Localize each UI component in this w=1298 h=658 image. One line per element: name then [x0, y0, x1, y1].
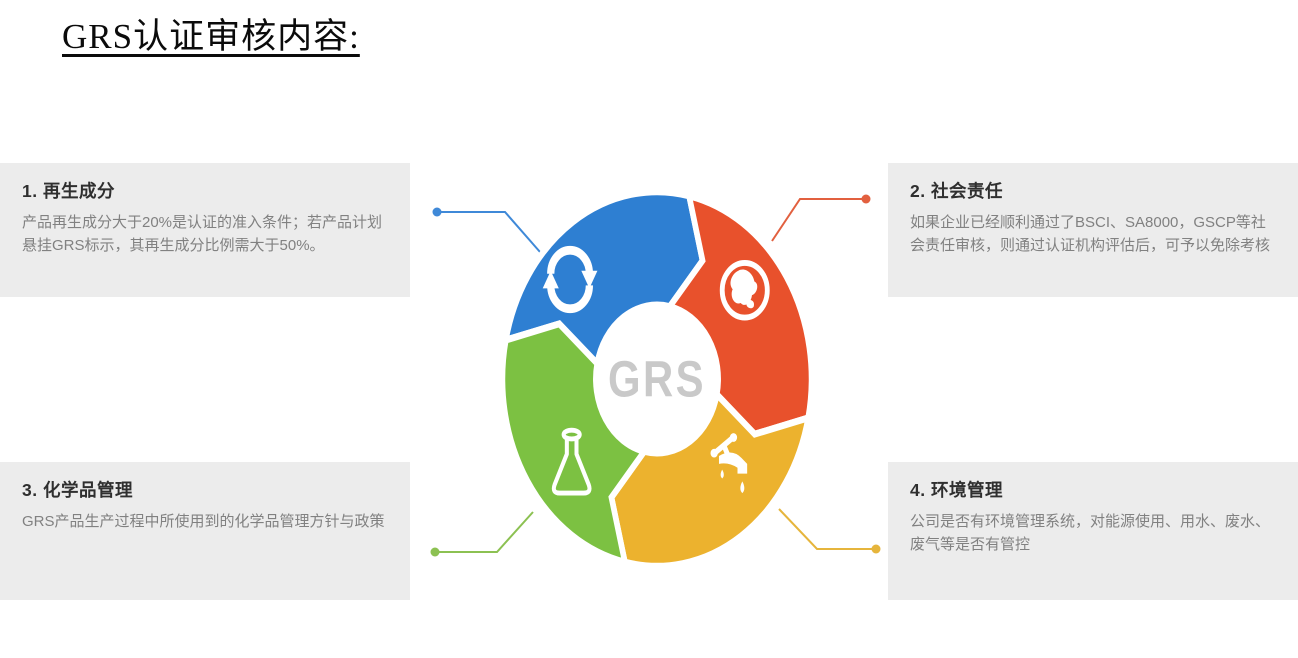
- segment-recycled-content: [502, 188, 706, 370]
- connector-dot: [861, 194, 871, 204]
- page-title: GRS认证审核内容:: [62, 17, 360, 56]
- info-box-heading: 2. 社会责任: [910, 181, 1003, 201]
- globe-icon: [719, 260, 770, 321]
- connector-dot: [871, 544, 881, 554]
- info-box-body: 产品再生成分大于20%是认证的准入条件；若产品计划悬挂GRS标示，其再生成分比例…: [22, 214, 383, 254]
- flask-icon: [551, 427, 592, 496]
- recycle-arrows-icon: [542, 245, 598, 314]
- connector-dot: [430, 547, 440, 557]
- info-box-recycled-content: 1. 再生成分 产品再生成分大于20%是认证的准入条件；若产品计划悬挂GRS标示…: [0, 163, 410, 297]
- info-box-heading: 1. 再生成分: [22, 181, 115, 201]
- info-box-environment-management: 4. 环境管理 公司是否有环境管理系统，对能源使用、用水、废水、废气等是否有管控: [888, 462, 1298, 600]
- segment-chemical-management: [499, 320, 650, 567]
- faucet-icon: [710, 433, 748, 494]
- grs-cycle-diagram: GRS: [499, 188, 815, 570]
- connector-dot: [432, 207, 442, 217]
- info-box-chemical-management: 3. 化学品管理 GRS产品生产过程中所使用到的化学品管理方针与政策: [0, 462, 410, 600]
- info-box-body: 如果企业已经顺利通过了BSCI、SA8000，GSCP等社会责任审核，则通过认证…: [910, 214, 1271, 254]
- info-box-heading: 3. 化学品管理: [22, 480, 133, 500]
- info-box-heading: 4. 环境管理: [910, 480, 1003, 500]
- center-label: GRS: [608, 351, 706, 408]
- segment-environment-management: [608, 388, 812, 570]
- info-box-body: GRS产品生产过程中所使用到的化学品管理方针与政策: [22, 513, 385, 530]
- info-box-body: 公司是否有环境管理系统，对能源使用、用水、废水、废气等是否有管控: [910, 513, 1271, 553]
- info-box-social-responsibility: 2. 社会责任 如果企业已经顺利通过了BSCI、SA8000，GSCP等社会责任…: [888, 163, 1298, 297]
